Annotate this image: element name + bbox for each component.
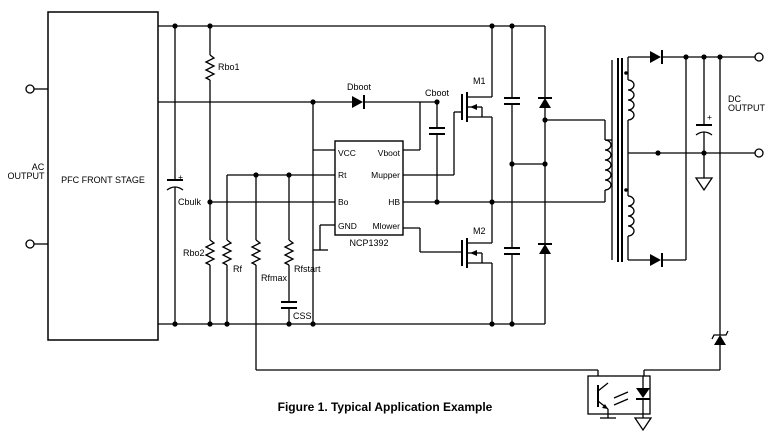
upper-gate-drive (403, 111, 462, 176)
figure-caption: Figure 1. Typical Application Example (278, 400, 493, 414)
pin-vboot: Vboot (378, 148, 401, 158)
dc-output: DC OUTPUT (728, 52, 766, 158)
rt-network: Rf Rfmax Rfstart CSS (221, 172, 335, 370)
ncp1392-controller: VCC Rt Bo GND Vboot Mupper HB Mlower NCP… (334, 140, 404, 248)
ac-terminal-top (25, 84, 35, 94)
ac-input: AC OUTPUT (8, 84, 48, 249)
controller-name: NCP1392 (349, 238, 388, 248)
rbo-divider: Rbo1 Rbo2 (183, 26, 335, 324)
rf-label: Rf (233, 264, 242, 274)
cbulk-label: Cbulk (178, 197, 202, 207)
rfmax-label: Rfmax (261, 273, 288, 283)
m2-mosfet: M2 (461, 202, 493, 324)
css-label: CSS (293, 311, 312, 321)
pfc-label: PFC FRONT STAGE (61, 175, 145, 185)
rfstart-label: Rfstart (294, 264, 321, 274)
ac-label-line1: AC (32, 162, 45, 172)
rbo2-label: Rbo2 (183, 248, 205, 258)
clamp-diodes (538, 26, 552, 324)
cout-plus: + (707, 112, 712, 122)
transformer (605, 57, 661, 262)
half-bridge-node (403, 199, 605, 205)
lower-gate-drive (403, 227, 462, 253)
pin-mupper: Mupper (371, 170, 400, 180)
ac-label-line2: OUTPUT (8, 171, 46, 181)
dc-label-line1: DC (728, 94, 741, 104)
shunt-regulator (711, 57, 729, 345)
dc-terminal-top (754, 52, 764, 62)
pin-hb: HB (388, 197, 400, 207)
pin-vcc: VCC (338, 148, 356, 158)
cbulk-capacitor: + Cbulk (166, 26, 202, 324)
pin-gnd: GND (338, 221, 357, 231)
pin-mlower: Mlower (373, 221, 401, 231)
dc-terminal-bottom (754, 148, 764, 158)
pfc-front-stage-block: PFC FRONT STAGE (47, 11, 159, 341)
cbulk-plus: + (178, 172, 183, 182)
output-capacitor: + (658, 57, 755, 192)
pin-bo: Bo (338, 197, 349, 207)
m1-label: M1 (473, 76, 486, 86)
resonant-capacitors (504, 26, 548, 324)
dboot-label: Dboot (347, 82, 372, 92)
vcc-dboot-path: Dboot (158, 82, 440, 324)
m2-label: M2 (473, 226, 486, 236)
cboot-capacitor: Cboot (403, 88, 450, 202)
ac-terminal-bottom (25, 239, 35, 249)
m1-mosfet: M1 (461, 26, 493, 202)
cboot-label: Cboot (425, 88, 450, 98)
rbo1-label: Rbo1 (218, 62, 240, 72)
output-rectifiers (628, 50, 755, 267)
resonant-inductor (545, 119, 612, 202)
dc-label-line2: OUTPUT (728, 103, 766, 113)
optocoupler (587, 375, 653, 432)
pin-rt: Rt (338, 170, 347, 180)
